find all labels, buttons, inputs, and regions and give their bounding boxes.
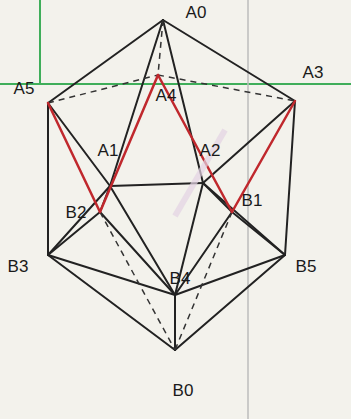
vertex-label: A0 — [184, 3, 209, 22]
green-rule — [0, 83, 351, 85]
vertex-label: B2 — [64, 203, 89, 222]
paper-line — [247, 0, 249, 419]
visible-edges — [48, 20, 295, 350]
vertex-label: A4 — [154, 86, 179, 105]
vertex-label: A3 — [301, 63, 326, 82]
red-edges — [48, 75, 295, 212]
green-rule — [39, 0, 41, 84]
vertex-label: A1 — [96, 141, 121, 160]
vertex-label: A2 — [198, 141, 223, 160]
vertex-label: A5 — [12, 79, 37, 98]
hidden-edges — [48, 20, 295, 350]
vertex-label: B5 — [294, 257, 319, 276]
vertex-label: B3 — [6, 257, 31, 276]
eraser-mark — [175, 130, 225, 216]
vertex-label: B1 — [240, 191, 265, 210]
vertex-label: B4 — [168, 269, 193, 288]
vertex-label: B0 — [171, 381, 196, 400]
